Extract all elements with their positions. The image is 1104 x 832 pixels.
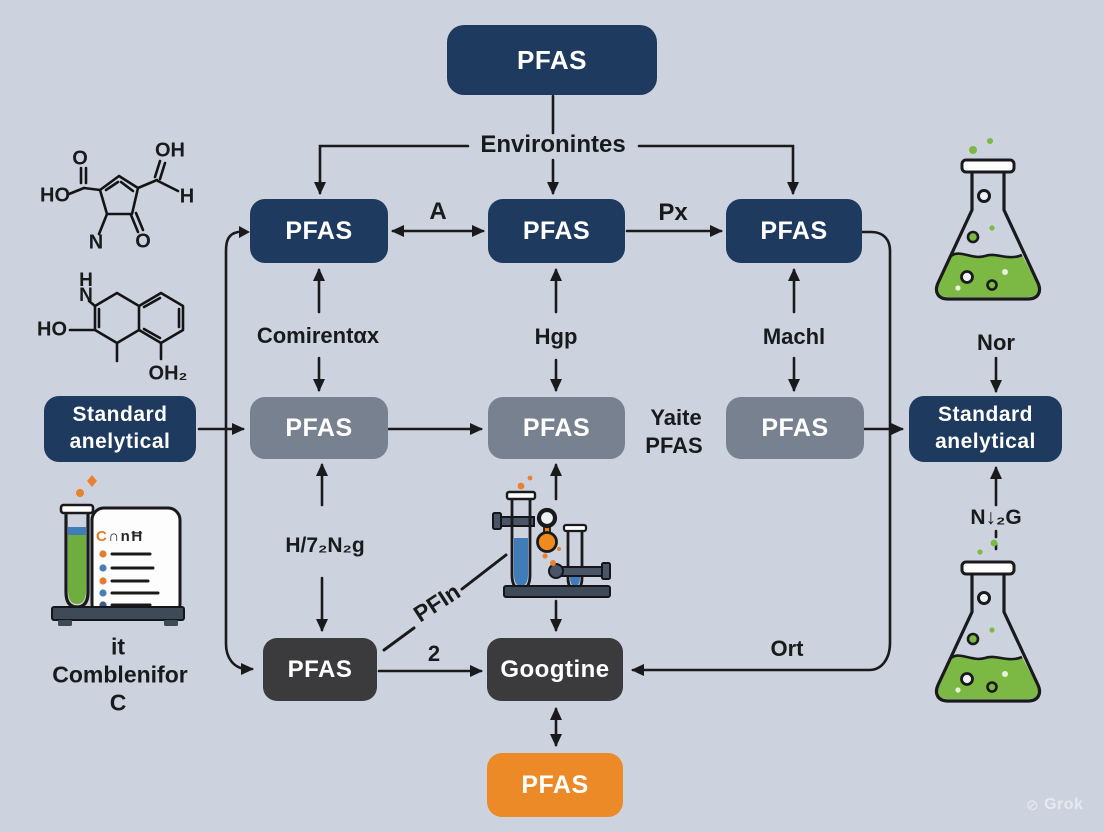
grok-watermark: ⊘ Grok [1026,796,1083,814]
node-googtine: Googtine [487,638,623,701]
mol1-ho: HO [40,184,70,207]
testtube-report-illustration [51,475,185,626]
node-standard-analytical-left: Standard anelytical [44,396,196,462]
std-right-line2: anelytical [935,430,1036,453]
node-pfas-row3-right: PFAS [726,397,864,459]
label-environintes: Environintes [480,131,626,158]
grok-watermark-label: Grok [1044,796,1084,813]
std-right-line1: Standard [937,403,1033,427]
label-machl: Machl [762,324,826,349]
arrow-env-to-left [314,144,470,195]
std-left-line2: anelytical [69,430,171,453]
label-caption-line3: C [109,689,127,716]
node-pfas-row2-left: PFAS [250,199,388,263]
mol2-oh2: OH₂ [148,362,188,385]
flask-icon-bottom [934,539,1042,703]
report-card-title-rest: ∩nĦ [108,528,144,545]
mol1-o-bottom: O [135,230,151,253]
molecule-structure-1 [67,159,180,236]
label-comirent: Comirentαx [256,323,380,348]
node-pfas-row4-left: PFAS [263,638,377,701]
label-two: 2 [427,641,441,666]
mol2-h: H [79,270,93,291]
report-card-title-first-letter: C [96,528,109,545]
node-pfas-top: PFAS [447,25,657,95]
label-h2n2g: H/7₂N₂g [285,534,365,557]
molecule-structure-2 [68,291,185,363]
node-pfas-row2-right: PFAS [726,199,862,263]
mol1-oh: OH [155,139,185,162]
label-yaite-line2: PFAS [645,433,703,458]
node-pfas-row2-center: PFAS [488,199,625,263]
mol1-h: H [179,185,195,208]
label-a: A [429,198,447,225]
label-caption-line2: Comblenifor [52,661,188,688]
rail-right [631,230,892,676]
mol1-o-top: O [72,147,88,170]
node-pfas-row3-left: PFAS [250,397,388,459]
node-standard-analytical-right: Standard anelytical [909,396,1062,462]
label-hgp: Hgp [534,324,578,349]
pfin-leader-upper [460,553,508,591]
label-yaite-line1: Yaite [650,405,702,430]
lab-stand-illustration [492,475,611,598]
connectors [197,94,1002,747]
node-pfas-row3-center: PFAS [488,397,625,459]
rail-left-arrowhead [239,226,250,238]
label-px: Px [658,199,688,226]
report-card-title: C∩nĦ [96,528,144,545]
pfin-leader-lower [382,626,416,652]
arrow-env-to-right [637,144,799,195]
std-left-line1: Standard [72,403,168,427]
mol2-n: N [79,285,93,306]
grok-logo-icon: ⊘ [1026,797,1040,814]
label-nor: Nor [977,330,1015,355]
label-ort: Ort [770,636,804,661]
rail-left [224,230,254,675]
mol1-n: N [88,231,104,254]
label-n2g: N↓₂G [970,506,1022,529]
label-caption-line1: it [110,633,126,660]
mol2-ho: HO [37,318,67,341]
flask-icon-top [934,138,1042,301]
node-pfas-bottom-orange: PFAS [487,753,623,817]
